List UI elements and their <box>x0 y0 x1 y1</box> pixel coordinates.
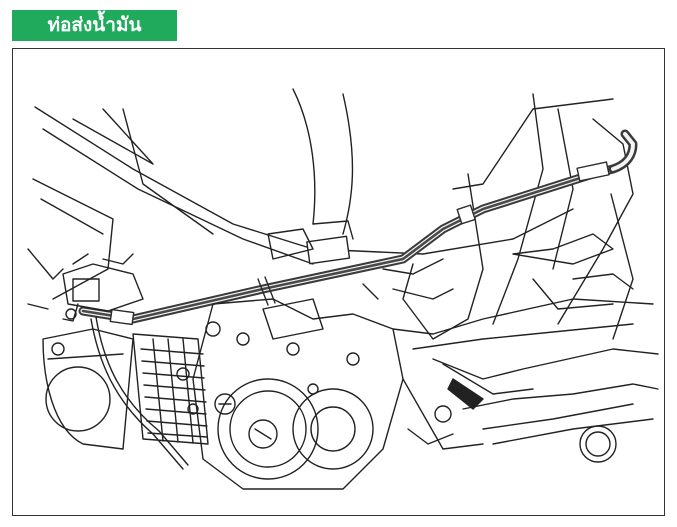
frame-tubes <box>32 88 634 340</box>
fuel-line-diagram <box>12 48 665 516</box>
motorcycle-engine-illustration <box>27 88 659 490</box>
connector-block <box>267 220 354 265</box>
rear-panels <box>392 233 659 463</box>
carburetor <box>62 263 144 322</box>
left-engine-cover <box>42 328 134 450</box>
page-title: ท่อส่งน้ำมัน <box>12 10 177 41</box>
drain-hose <box>90 318 184 470</box>
upper-details <box>27 248 454 310</box>
crankcase <box>192 298 404 490</box>
fuel-hose <box>78 129 638 326</box>
cylinder-fins <box>132 333 209 445</box>
